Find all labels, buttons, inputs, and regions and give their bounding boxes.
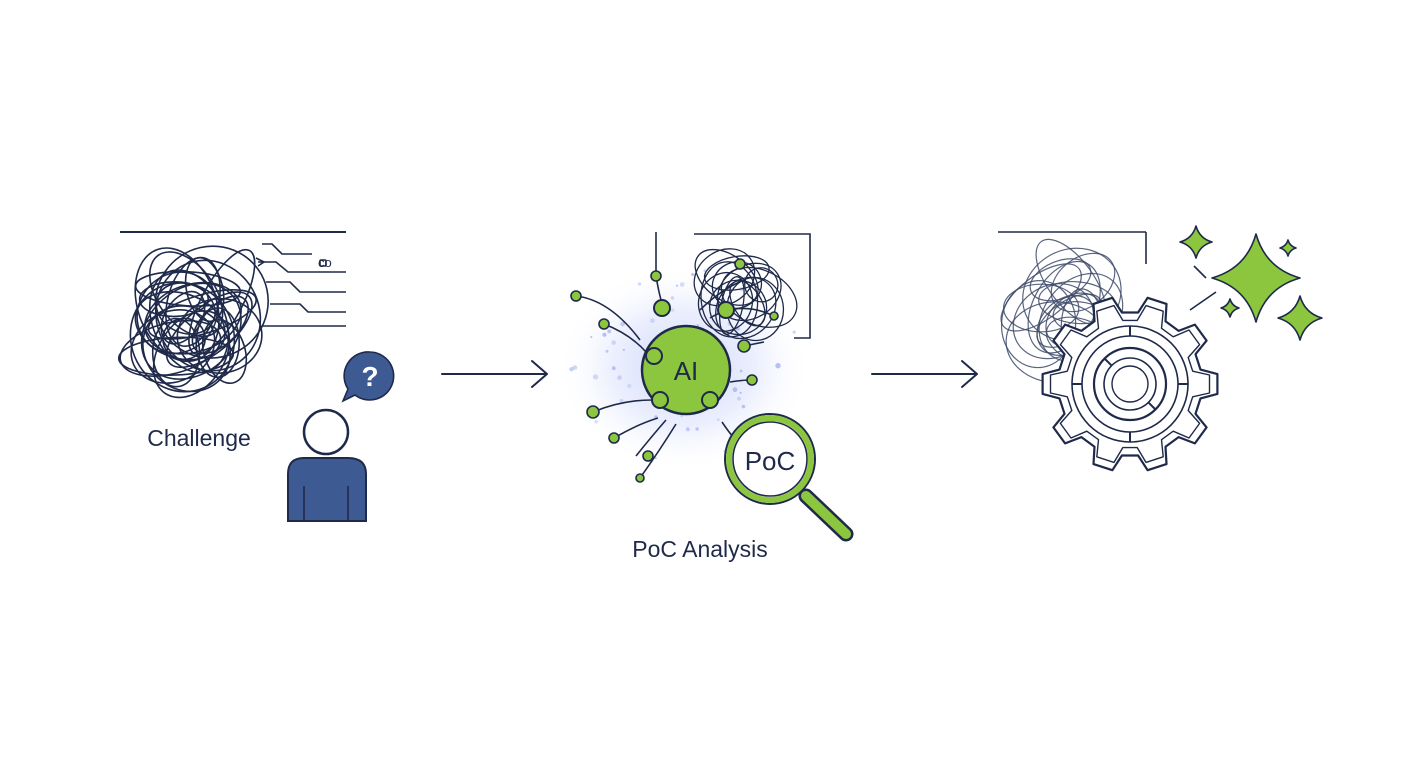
ai-network-icon: AI bbox=[570, 258, 779, 483]
sparkle-dashes bbox=[1189, 265, 1217, 311]
stage-challenge: co ? Challenge bbox=[117, 231, 395, 522]
sparkle-icon bbox=[1279, 239, 1297, 257]
circuit-lines-icon: co bbox=[255, 243, 346, 327]
gear-icon bbox=[1041, 296, 1219, 472]
question-mark: ? bbox=[361, 361, 378, 392]
arrow-right-icon bbox=[441, 360, 548, 388]
sparkle-icon bbox=[1277, 295, 1323, 341]
question-bubble-icon: ? bbox=[341, 351, 395, 403]
ai-hub-text: AI bbox=[674, 356, 699, 386]
stage-analysis: AI PoC PoC Analysis bbox=[556, 232, 854, 562]
stage-label-challenge: Challenge bbox=[147, 425, 251, 451]
solution-frame bbox=[998, 231, 1147, 264]
sparkle-icon bbox=[1211, 233, 1301, 323]
poc-lens-text: PoC bbox=[745, 446, 796, 476]
person-icon bbox=[287, 408, 367, 522]
analysis-frame bbox=[655, 232, 811, 339]
sparkle-icon bbox=[1179, 225, 1213, 259]
sparkle-icon bbox=[1220, 298, 1240, 318]
magnifier-icon: PoC bbox=[724, 413, 854, 542]
arrow-right-icon bbox=[871, 360, 978, 388]
sparkle-icon bbox=[1179, 225, 1323, 341]
challenge-screen-text: co bbox=[318, 255, 332, 270]
tangled-lines-icon bbox=[117, 245, 269, 399]
stage-solution bbox=[998, 225, 1323, 472]
stage-label-analysis: PoC Analysis bbox=[632, 536, 768, 562]
